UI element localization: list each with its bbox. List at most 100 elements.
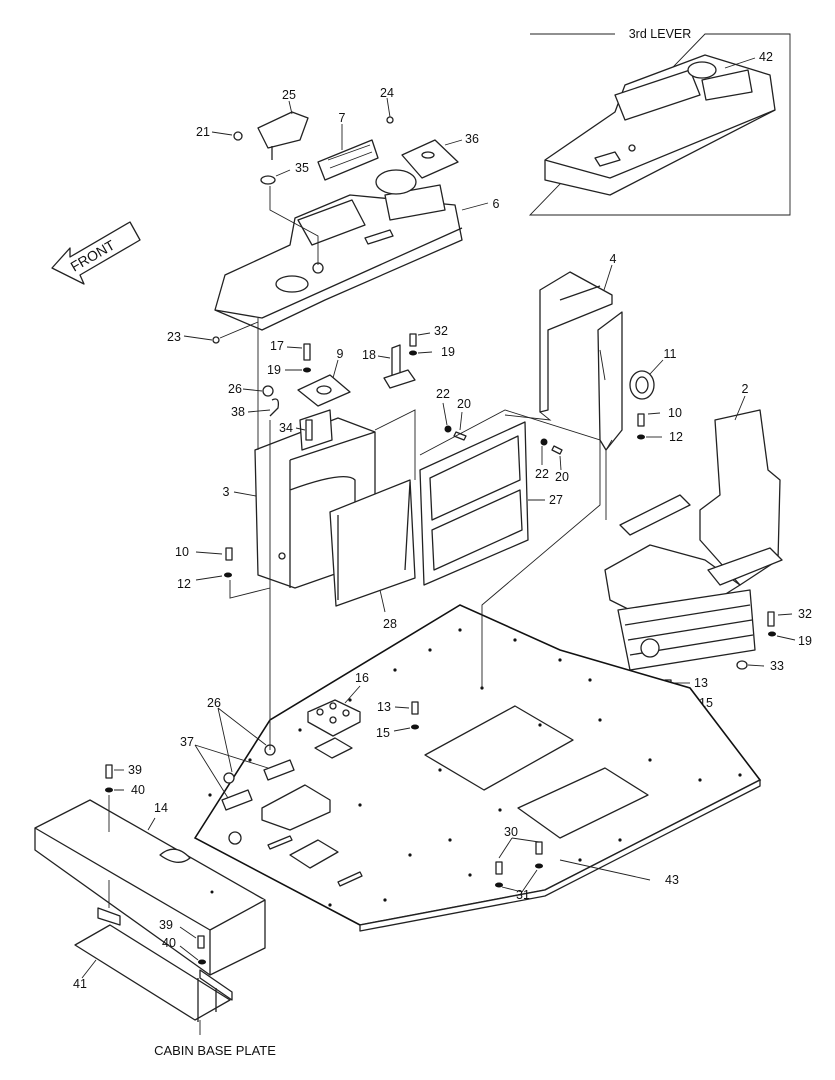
callout-26-lower: 26 xyxy=(207,696,221,710)
part-33-nut xyxy=(736,660,748,670)
floor-holes xyxy=(208,628,742,907)
part-42-console-3rd-lever xyxy=(544,54,776,196)
callout-20-lower: 20 xyxy=(555,470,569,484)
callout-20-upper: 20 xyxy=(457,397,471,411)
callout-18: 18 xyxy=(362,348,376,362)
callout-33: 33 xyxy=(770,659,784,673)
part-17-bolt xyxy=(303,343,311,361)
part-32-bolt xyxy=(409,333,417,347)
part-4-bracket xyxy=(539,271,623,451)
callout-39-lower: 39 xyxy=(159,918,173,932)
part-19-washer-upper xyxy=(409,350,417,356)
callout-37: 37 xyxy=(180,735,194,749)
callout-40-upper: 40 xyxy=(131,783,145,797)
part-10-bolt-left xyxy=(225,547,233,561)
callout-30: 30 xyxy=(504,825,518,839)
callout-13-right: 13 xyxy=(694,676,708,690)
callout-10-right: 10 xyxy=(668,406,682,420)
callout-16: 16 xyxy=(355,671,369,685)
part-43-floor-plate xyxy=(193,604,762,932)
callout-11: 11 xyxy=(664,347,677,361)
part-23-screw xyxy=(212,336,220,344)
part-40-washer xyxy=(105,787,113,793)
part-28-cover xyxy=(329,479,416,607)
part-35-grommet xyxy=(260,175,276,185)
part-26-nut-floor-2 xyxy=(223,772,235,784)
callout-32-seat: 32 xyxy=(798,607,812,621)
part-10-bolt-right xyxy=(637,413,645,427)
front-arrow: FRONT xyxy=(51,221,141,285)
inset-title: 3rd LEVER xyxy=(629,27,692,41)
part-2-seat xyxy=(604,409,783,671)
cabin-base-plate-label: CABIN BASE PLATE xyxy=(154,1043,276,1058)
callout-35: 35 xyxy=(295,161,309,175)
part-19-washer-seat xyxy=(768,631,776,637)
part-37-clamp xyxy=(263,759,295,781)
part-19-washer xyxy=(303,367,311,373)
callout-28: 28 xyxy=(383,617,397,631)
part-26-nut xyxy=(262,385,274,397)
part-22-washer-lower xyxy=(540,438,548,446)
part-11-grommet xyxy=(629,370,655,400)
callout-27: 27 xyxy=(549,493,563,507)
part-27-panel xyxy=(419,421,529,586)
part-14-cover xyxy=(34,799,266,976)
part-36-plate xyxy=(401,139,459,179)
callout-13-middle: 13 xyxy=(377,700,391,714)
part-39-bolt xyxy=(105,764,113,779)
part-30-bolt-2 xyxy=(535,841,543,855)
callout-36: 36 xyxy=(465,132,479,146)
callout-14: 14 xyxy=(154,801,168,815)
part-31-washer-2 xyxy=(535,863,543,869)
callout-22-upper: 22 xyxy=(436,387,450,401)
callout-38: 38 xyxy=(231,405,245,419)
part-22-washer xyxy=(444,425,452,433)
part-12-washer-left xyxy=(224,572,232,578)
part-30-bolt xyxy=(495,861,503,875)
part-31-washer xyxy=(495,882,503,888)
part-15-washer-middle xyxy=(411,724,419,730)
callout-10-left: 10 xyxy=(175,545,189,559)
callout-41: 41 xyxy=(73,977,87,991)
callout-39-upper: 39 xyxy=(128,763,142,777)
callout-23: 23 xyxy=(167,330,181,344)
part-40-washer-lower xyxy=(198,959,206,965)
part-21-screw xyxy=(233,131,243,141)
part-37-clamp-2 xyxy=(221,789,253,811)
part-20-bolt xyxy=(453,431,467,441)
inset-3rd-lever: 3rd LEVER 42 xyxy=(528,27,791,216)
callout-12-left: 12 xyxy=(177,577,191,591)
part-9-bracket-plate xyxy=(297,374,351,407)
callout-34: 34 xyxy=(279,421,293,435)
callout-43: 43 xyxy=(665,873,679,887)
callout-19-upper: 19 xyxy=(441,345,455,359)
part-20-bolt-lower xyxy=(551,445,563,455)
part-39-bolt-lower xyxy=(197,935,205,949)
part-12-washer-right xyxy=(637,434,645,440)
part-7-switch-panel xyxy=(317,139,379,181)
callout-19-left: 19 xyxy=(267,363,281,377)
callout-21: 21 xyxy=(196,125,210,139)
callout-31: 31 xyxy=(516,888,530,902)
callout-42: 42 xyxy=(759,50,773,64)
callout-25: 25 xyxy=(282,88,296,102)
callout-4: 4 xyxy=(610,252,617,266)
callout-32-upper: 32 xyxy=(434,324,448,338)
callout-17: 17 xyxy=(270,339,284,353)
callout-12-right: 12 xyxy=(669,430,683,444)
callout-9: 9 xyxy=(337,347,344,361)
callout-22-lower: 22 xyxy=(535,467,549,481)
callout-2: 2 xyxy=(742,382,749,396)
part-cover-bracket xyxy=(261,784,331,831)
part-18-post xyxy=(383,344,416,389)
part-34-pin xyxy=(305,419,313,441)
assembly-leader-lines xyxy=(229,318,613,750)
part-16-mount-pad xyxy=(307,699,361,759)
callout-3: 3 xyxy=(223,485,230,499)
part-25-knob xyxy=(257,111,309,160)
callout-15-middle: 15 xyxy=(376,726,390,740)
part-41-base-bracket xyxy=(74,880,233,1035)
callout-19-seat: 19 xyxy=(798,634,812,648)
callout-6: 6 xyxy=(493,197,500,211)
